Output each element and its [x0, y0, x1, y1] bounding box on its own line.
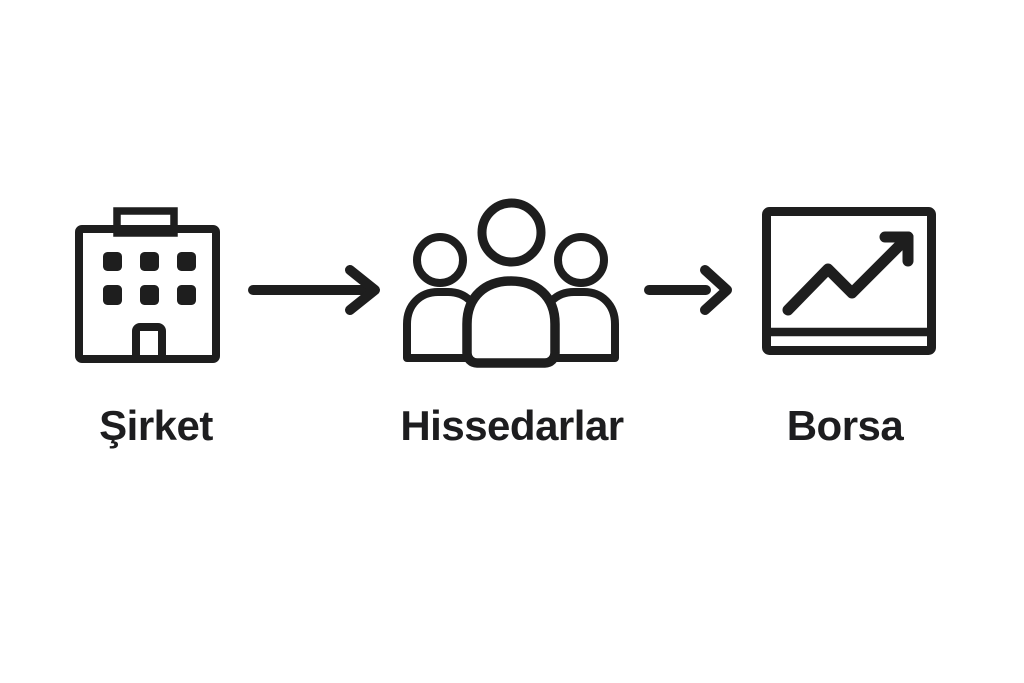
people-icon [403, 198, 619, 368]
chart-up-icon [762, 207, 936, 355]
node-label-hissedarlar: Hissedarlar [400, 402, 624, 449]
building-icon [75, 207, 220, 363]
node-label-borsa: Borsa [786, 402, 904, 449]
node-label-sirket: Şirket [99, 402, 213, 449]
arrow-right-icon [644, 265, 732, 315]
arrow-right-icon [248, 265, 380, 315]
